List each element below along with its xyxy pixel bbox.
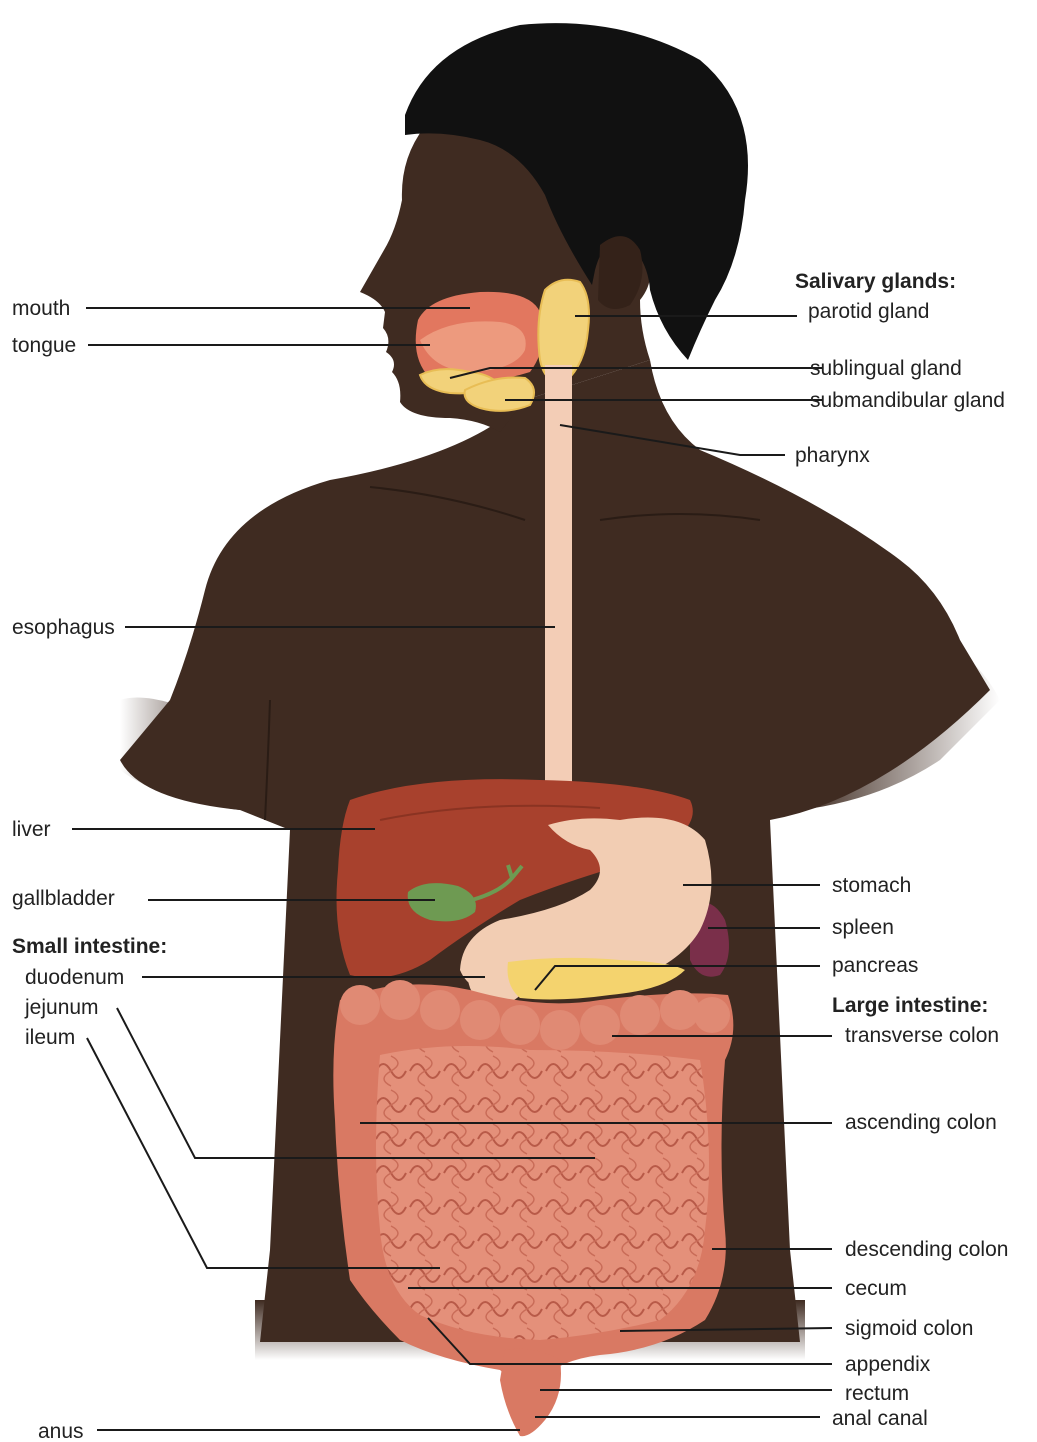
label-tongue: tongue bbox=[12, 334, 76, 357]
label-stomach: stomach bbox=[832, 874, 911, 897]
label-mouth: mouth bbox=[12, 297, 70, 320]
label-duodenum: duodenum bbox=[25, 966, 124, 989]
label-sublingual-gland: sublingual gland bbox=[810, 357, 962, 380]
label-parotid-gland: parotid gland bbox=[808, 300, 929, 323]
label-esophagus: esophagus bbox=[12, 616, 115, 639]
rectum-shape bbox=[500, 1349, 561, 1436]
label-appendix: appendix bbox=[845, 1353, 931, 1376]
small-intestine-heading: Small intestine: bbox=[12, 935, 167, 958]
label-gallbladder: gallbladder bbox=[12, 887, 115, 910]
label-anal-canal: anal canal bbox=[832, 1407, 928, 1430]
label-cecum: cecum bbox=[845, 1277, 907, 1300]
label-transverse-colon: transverse colon bbox=[845, 1024, 999, 1047]
label-rectum: rectum bbox=[845, 1382, 909, 1405]
label-submandibular-gland: submandibular gland bbox=[810, 389, 1005, 412]
label-ascending-colon: ascending colon bbox=[845, 1111, 997, 1134]
small-intestine-coils bbox=[376, 1046, 709, 1340]
label-jejunum: jejunum bbox=[24, 996, 99, 1019]
label-pharynx: pharynx bbox=[795, 444, 870, 467]
label-pancreas: pancreas bbox=[832, 954, 918, 977]
large-intestine-heading: Large intestine: bbox=[832, 994, 988, 1017]
label-ileum: ileum bbox=[25, 1026, 75, 1049]
esophagus-tube bbox=[545, 365, 572, 825]
label-anus: anus bbox=[38, 1420, 84, 1442]
label-spleen: spleen bbox=[832, 916, 894, 939]
label-descending-colon: descending colon bbox=[845, 1238, 1008, 1261]
salivary-glands-heading: Salivary glands: bbox=[795, 270, 956, 293]
label-sigmoid-colon: sigmoid colon bbox=[845, 1317, 973, 1340]
label-liver: liver bbox=[12, 818, 51, 841]
